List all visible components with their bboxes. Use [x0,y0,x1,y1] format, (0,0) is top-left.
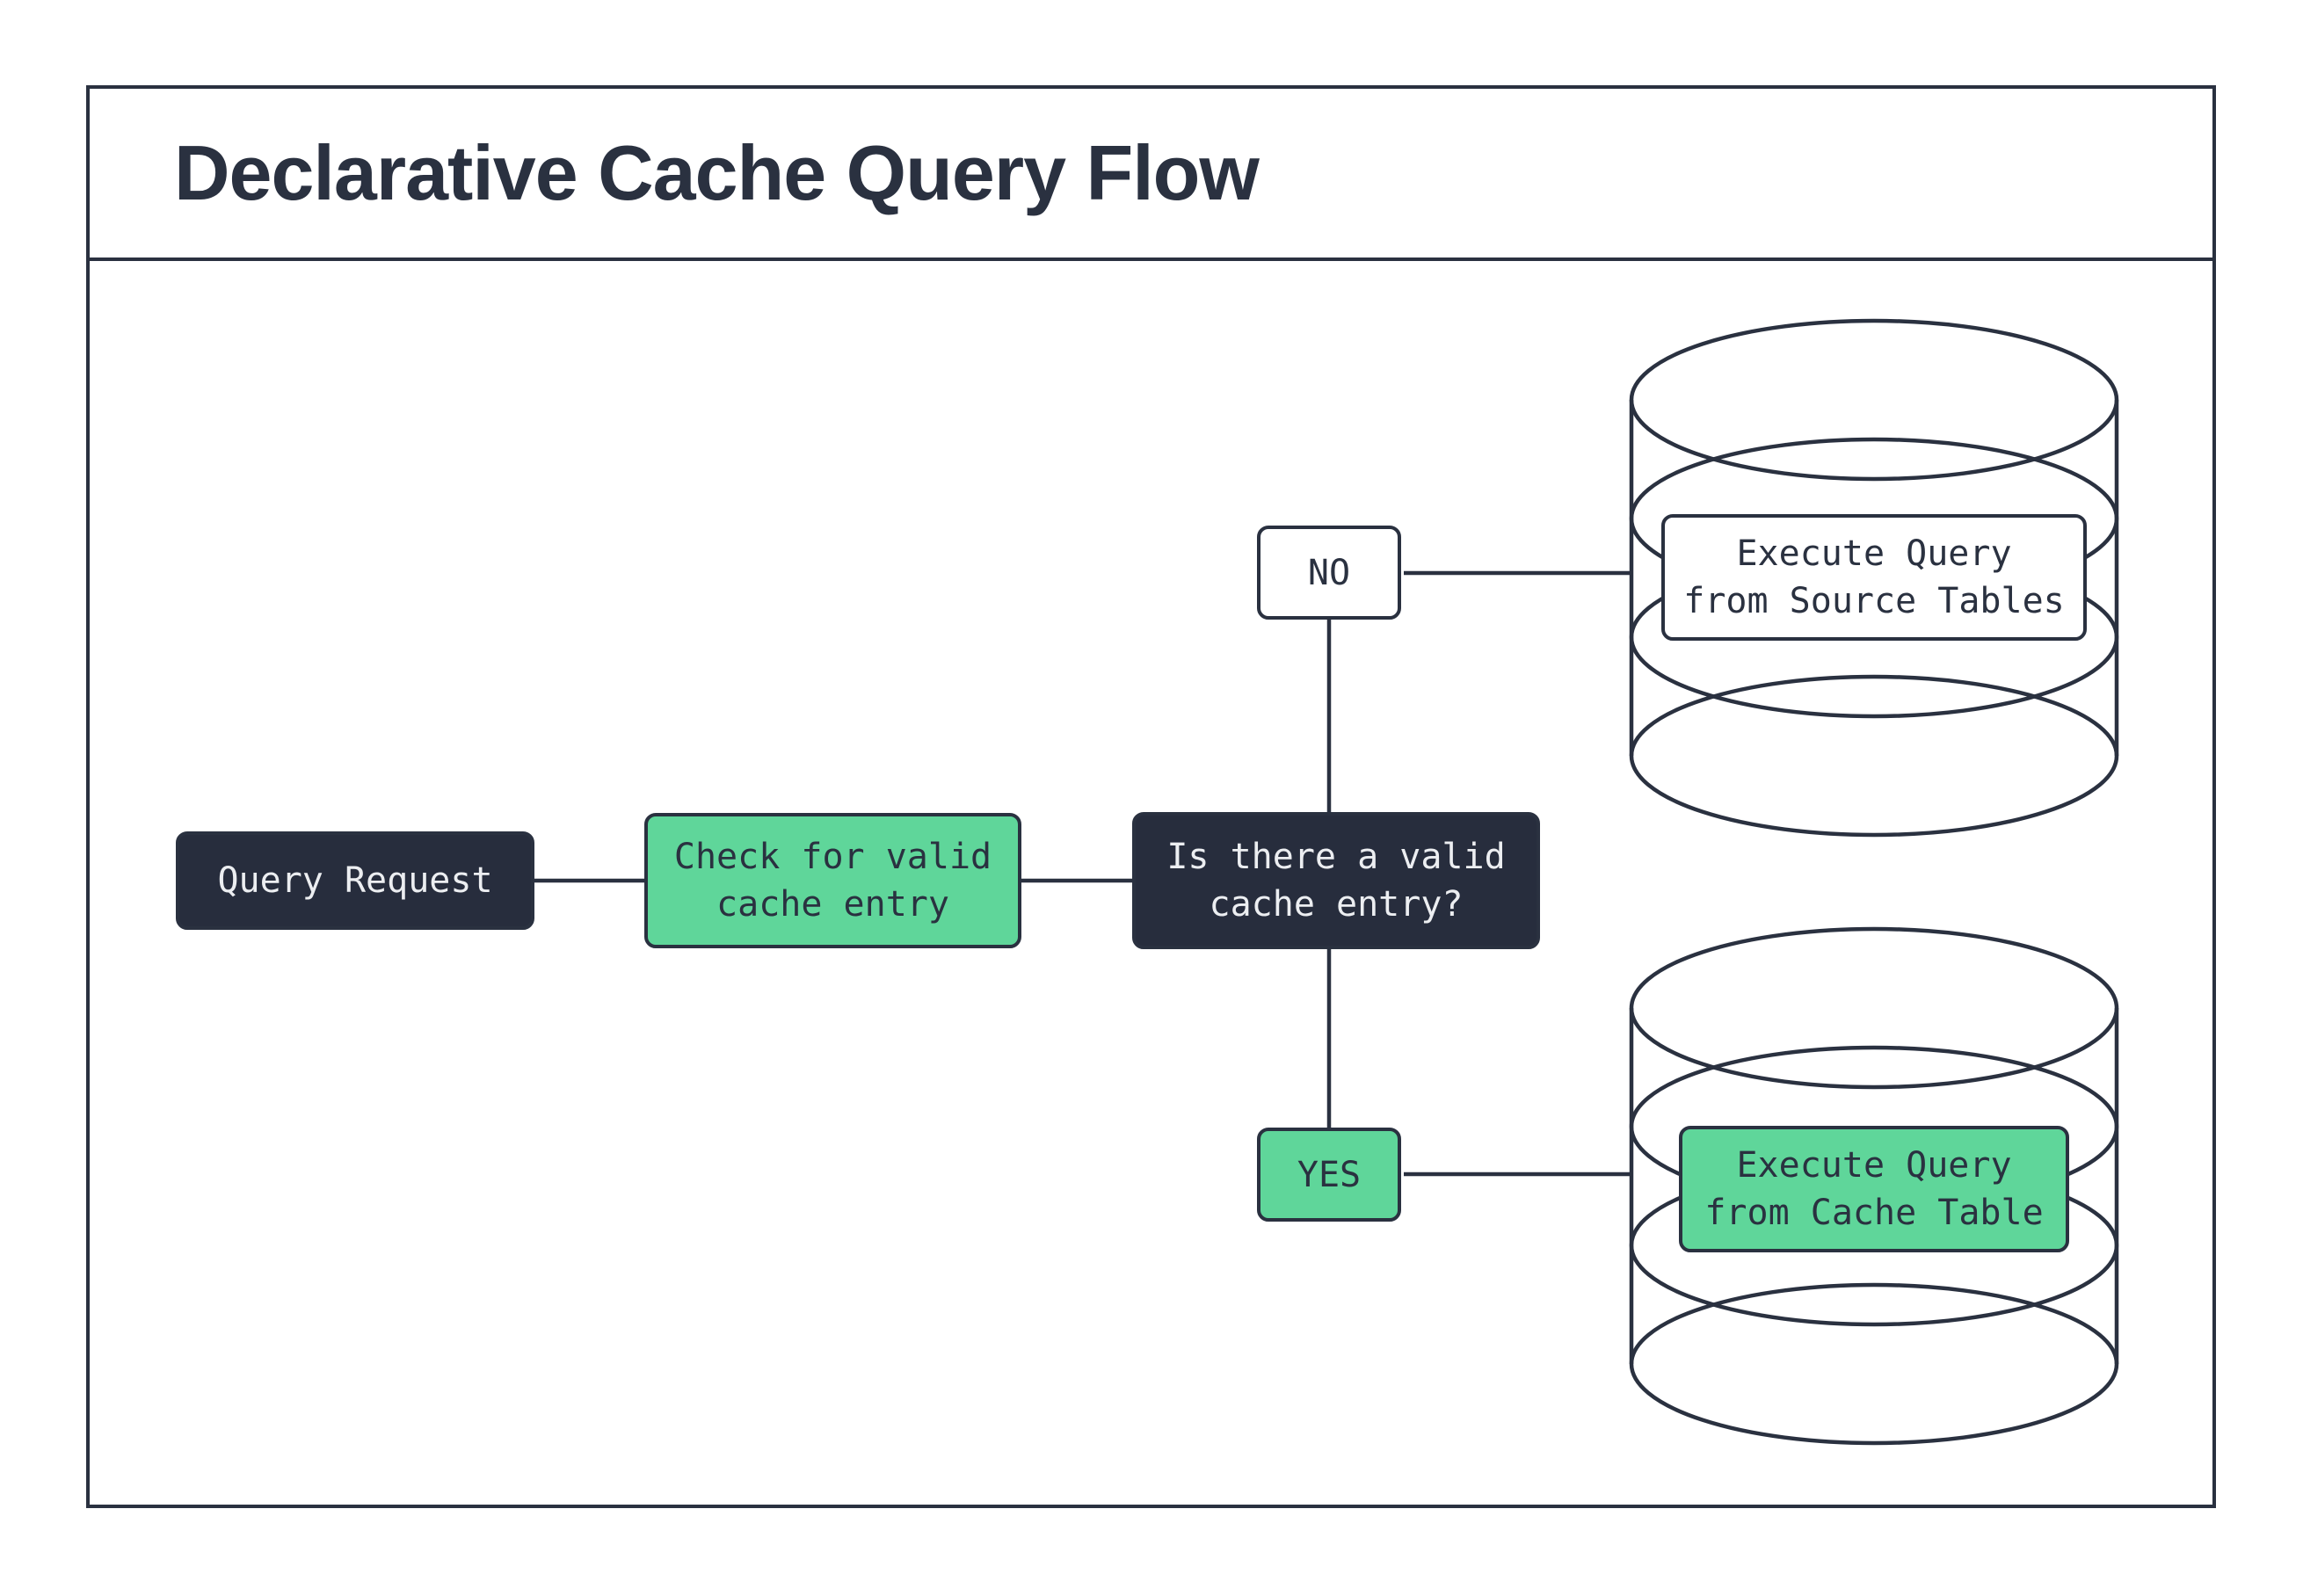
node-decision-valid-cache: Is there a valid cache entry? [1132,812,1540,949]
node-execute-source-tables: Execute Query from Source Tables [1661,514,2087,641]
node-check-cache: Check for valid cache entry [644,813,1021,948]
node-query-request: Query Request [176,831,534,930]
node-branch-yes: YES [1257,1128,1401,1222]
page-title: Declarative Cache Query Flow [174,129,1260,216]
node-execute-cache-table: Execute Query from Cache Table [1679,1126,2069,1252]
node-branch-no: NO [1257,526,1401,620]
title-bar: Declarative Cache Query Flow [86,85,2216,261]
